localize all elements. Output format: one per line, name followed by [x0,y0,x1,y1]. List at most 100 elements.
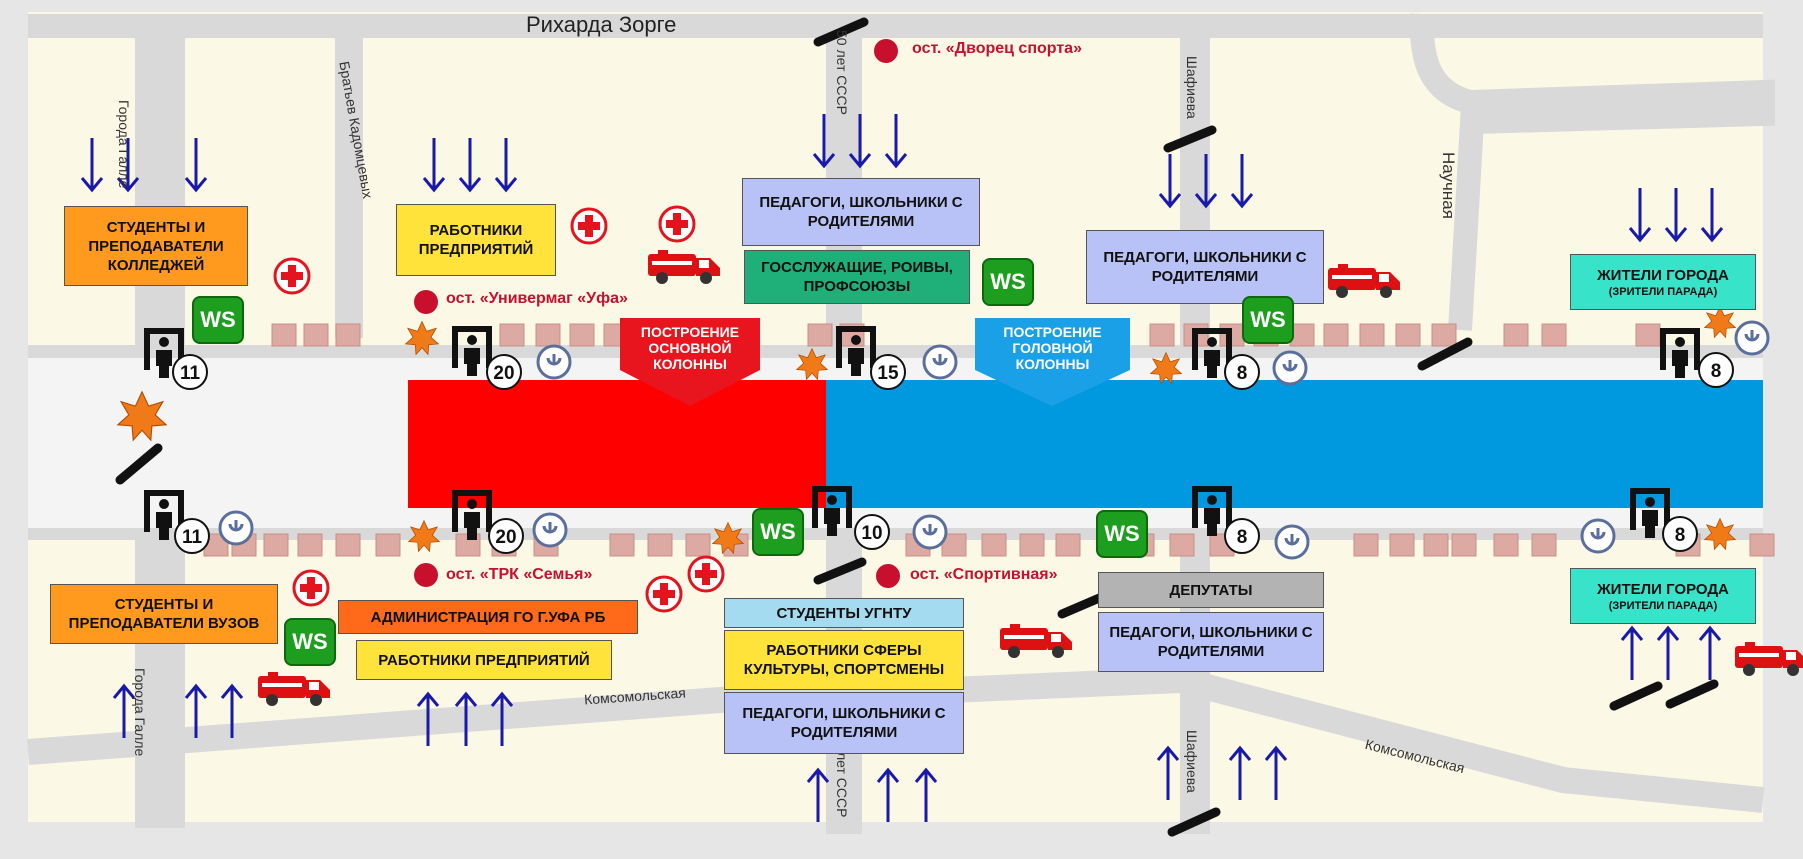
fence-marker [1541,323,1567,347]
group-residents-bottom-sub: (ЗРИТЕЛИ ПАРАДА) [1608,599,1718,612]
group-residents-top-sub: (ЗРИТЕЛИ ПАРАДА) [1608,285,1718,298]
stop-sportivnaya: ост. «Спортивная» [910,566,1058,583]
group-students-ugntu: СТУДЕНТЫ УГНТУ [724,598,964,628]
fence-marker [1019,533,1045,557]
group-teachers-top-right: ПЕДАГОГИ, ШКОЛЬНИКИ С РОДИТЕЛЯМИ [1086,230,1324,304]
road-komsomolskaya [27,666,1765,813]
fence-marker [375,533,401,557]
fence-marker [535,323,561,347]
fence-marker [1531,533,1557,557]
stop-univermag-ufa: ост. «Универмаг «Уфа» [446,290,628,307]
main-column-marker [620,318,760,406]
checkpoint-count-text: 10 [861,523,882,544]
road-bratev-kadomtsevykh [335,38,363,338]
checkpoint-count-text: 20 [493,363,514,384]
stop-trk-semya: ост. «ТРК «Семья» [446,566,593,583]
fence-marker [1423,533,1449,557]
group-culture-workers: РАБОТНИКИ СФЕРЫ КУЛЬТУРЫ, СПОРТСМЕНЫ [724,630,964,690]
road-rikharda-zorge [28,14,1763,38]
top-checkpoint-count: 11 [172,354,208,390]
group-administration: АДМИНИСТРАЦИЯ ГО Г.УФА РБ [338,600,638,634]
group-teachers-bottom-center: ПЕДАГОГИ, ШКОЛЬНИКИ С РОДИТЕЛЯМИ [724,692,964,754]
group-residents-bottom-title: ЖИТЕЛИ ГОРОДА [1597,580,1729,598]
fence-marker [1169,533,1195,557]
fence-marker [335,533,361,557]
street-nauchnaya: Научная [1439,152,1458,219]
group-residents-bottom: ЖИТЕЛИ ГОРОДА (ЗРИТЕЛИ ПАРАДА) [1570,568,1756,624]
fence-marker [1323,323,1349,347]
fence-marker [941,533,967,557]
fence-marker [647,533,673,557]
barrier-icon [115,17,1719,837]
fence-marker [981,533,1007,557]
fence-marker [1149,323,1175,347]
top-checkpoint-count: 15 [870,354,906,390]
street-let-sssr: лет СССР [834,752,850,818]
street-rikharda-zorge: Рихарда Зорге [526,12,677,37]
top-checkpoint-count: 8 [1698,352,1734,388]
fence-marker [499,323,525,347]
fence-marker [569,323,595,347]
fence-marker [1359,323,1385,347]
fence-marker [335,323,361,347]
fence-marker [685,533,711,557]
group-students-colleges: СТУДЕНТЫ И ПРЕПОДАВАТЕЛИ КОЛЛЕДЖЕЙ [64,206,248,286]
stop-dvorets-sporta: ост. «Дворец спорта» [912,40,1082,57]
fence-marker [1451,533,1477,557]
toilet-icon: WS [982,258,1034,306]
toilet-icon: WS [752,508,804,556]
main-column-label: ПОСТРОЕНИЕ ОСНОВНОЙ КОЛОННЫ [640,324,740,372]
fence-marker [1395,323,1421,347]
toilet-icon: WS [192,296,244,344]
main-column-area [408,380,826,508]
group-teachers-top-center: ПЕДАГОГИ, ШКОЛЬНИКИ С РОДИТЕЛЯМИ [742,178,980,246]
fence-marker [1389,533,1415,557]
group-deputies: ДЕПУТАТЫ [1098,572,1324,608]
toilet-icon: WS [1242,296,1294,344]
fence-marker [303,323,329,347]
checkpoint-count-text: 8 [1675,525,1686,546]
fence-marker [1635,323,1661,347]
fence-marker [807,323,833,347]
bottom-checkpoint-count: 10 [854,514,890,550]
street-shafieva-top: Шафиева [1184,56,1200,119]
checkpoint-count-text: 11 [180,363,201,384]
fence-marker [1055,533,1081,557]
toilet-icon: WS [1096,510,1148,558]
top-checkpoint-count: 8 [1224,354,1260,390]
street-50-let-sssr: 50 лет СССР [834,30,850,115]
bottom-checkpoint-count: 20 [488,518,524,554]
fence-marker [271,323,297,347]
checkpoint-count-text: 8 [1711,361,1722,382]
checkpoint-count-text: 8 [1237,527,1248,548]
fence-marker [1749,533,1775,557]
group-workers-top: РАБОТНИКИ ПРЕДПРИЯТИЙ [396,204,556,276]
checkpoint-count-text: 11 [182,527,203,548]
head-column-area [826,380,1763,508]
group-residents-top: ЖИТЕЛИ ГОРОДА (ЗРИТЕЛИ ПАРАДА) [1570,254,1756,310]
checkpoint-count-text: 20 [495,527,516,548]
road-nauchnaya [1409,13,1775,331]
head-column-marker [975,318,1130,406]
fence-marker [1493,533,1519,557]
fence-marker [609,533,635,557]
checkpoint-count-text: 8 [1237,363,1248,384]
fence-marker [1353,533,1379,557]
street-goroda-galle-bottom: Города Галле [132,668,148,757]
toilet-icon: WS [284,618,336,666]
street-shafieva-bottom: Шафиева [1184,730,1200,793]
bottom-checkpoint-count: 8 [1662,516,1698,552]
fence-marker [297,533,323,557]
fence-marker [1503,323,1529,347]
group-residents-top-title: ЖИТЕЛИ ГОРОДА [1597,266,1729,284]
fence-marker [1431,323,1457,347]
fence-marker [263,533,289,557]
group-civil-servants: ГОССЛУЖАЩИЕ, РОИВЫ, ПРОФСОЮЗЫ [744,250,970,304]
street-goroda-galle-top: Города Галле [116,100,132,189]
checkpoint-count-text: 15 [877,363,899,384]
bottom-checkpoint-count: 11 [174,518,210,554]
group-teachers-bottom-right: ПЕДАГОГИ, ШКОЛЬНИКИ С РОДИТЕЛЯМИ [1098,612,1324,672]
top-checkpoint-count: 20 [486,354,522,390]
group-students-universities: СТУДЕНТЫ И ПРЕПОДАВАТЕЛИ ВУЗОВ [50,584,278,644]
